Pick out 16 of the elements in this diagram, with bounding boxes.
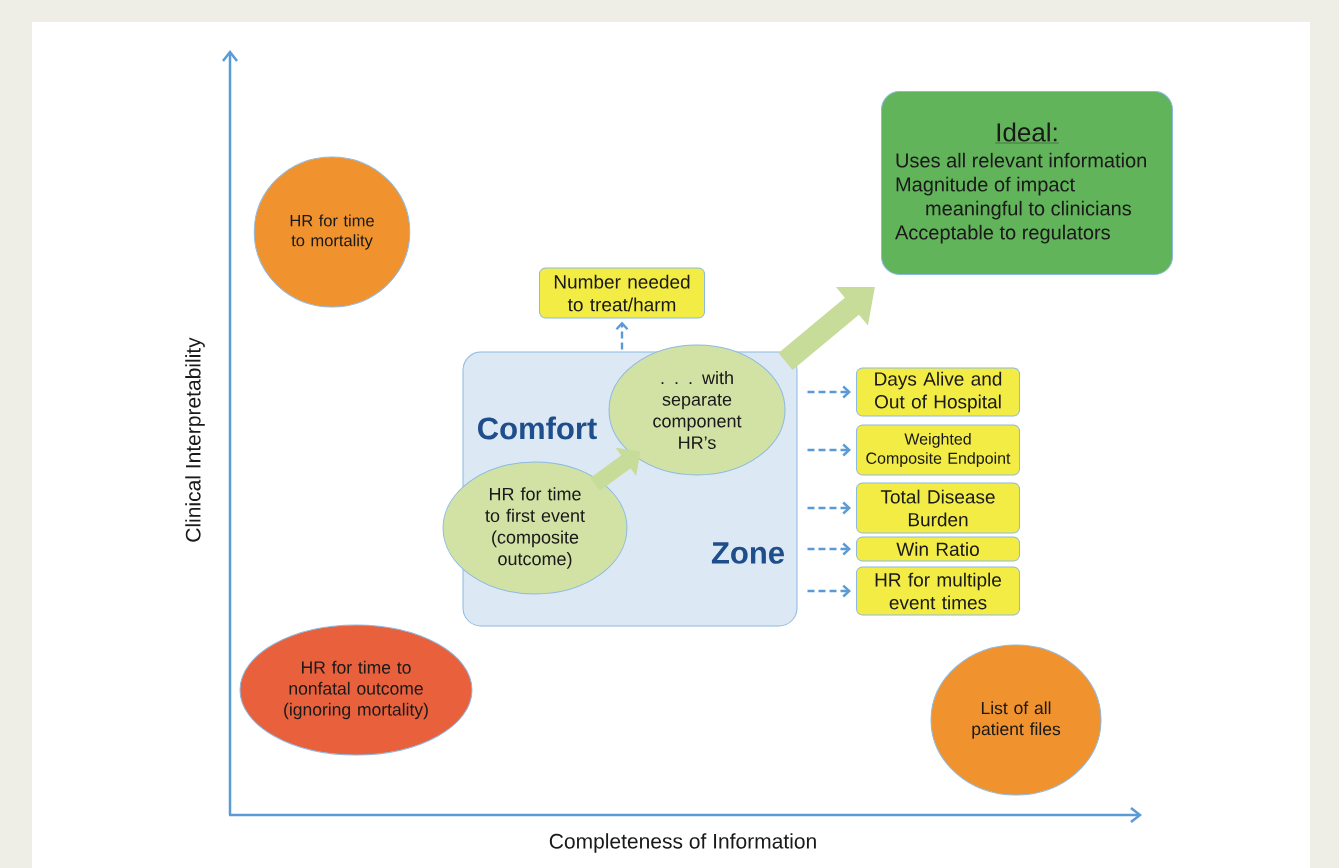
dashed-arrow [807,584,851,598]
dashed-arrow [807,542,851,556]
ideal-box: Ideal: Uses all relevant information Magnitude of impact meaningful to clinicians Acceptable to regulators [881,91,1173,275]
measure-box: Number needed to treat/harm [539,267,705,319]
dashed-arrow [807,443,851,457]
measure-box: Days Alive and Out of Hospital [856,367,1020,417]
measure-box: Win Ratio [856,536,1020,562]
axis-title: Completeness of Information [549,833,816,853]
dashed-arrow [807,501,851,515]
dashed-arrow [615,321,629,350]
measure-box: Weighted Composite Endpoint [856,424,1020,476]
axis-title: Clinical Interpretability [185,337,205,542]
dashed-arrow [807,385,851,399]
measure-box: HR for multiple event times [856,566,1020,616]
block-arrow [778,287,875,370]
measure-box: Total Disease Burden [856,482,1020,534]
